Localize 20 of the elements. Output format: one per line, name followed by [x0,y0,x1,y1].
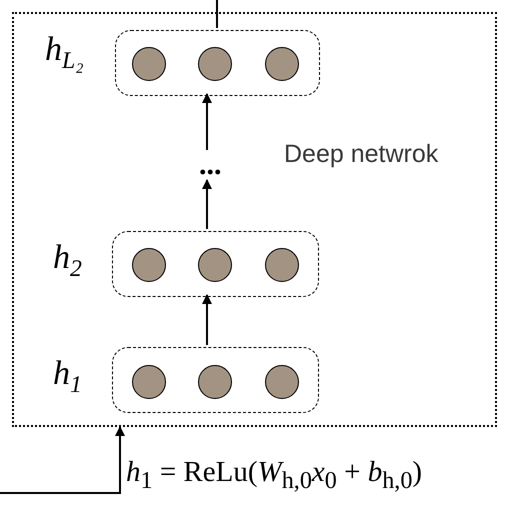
arrow [202,294,212,345]
layer-label: h$_{2}$ [53,241,82,282]
deep-network-title: Deep netwrok [284,140,438,169]
layer-label: h$_{1}$ [53,357,82,398]
neuron-circle [132,365,166,399]
layer-label: h$_{L₂}$ [45,33,84,74]
neuron-circle [198,365,232,399]
neuron-circle [198,47,232,81]
neuron-circle [265,365,299,399]
arrow [202,93,212,150]
formula-label: h$_{1}$ = ReLu(W$_{h,0}$x$_{0}$ + b$_{h,0}$) [126,456,422,495]
ellipsis-label: ... [199,150,222,180]
neuron-circle [198,248,232,282]
neuron-circle [132,248,166,282]
arrow [202,179,212,229]
neuron-circle [132,47,166,81]
arrow [0,426,125,494]
neuron-circle [265,47,299,81]
network-frame [12,12,497,427]
neuron-circle [265,248,299,282]
